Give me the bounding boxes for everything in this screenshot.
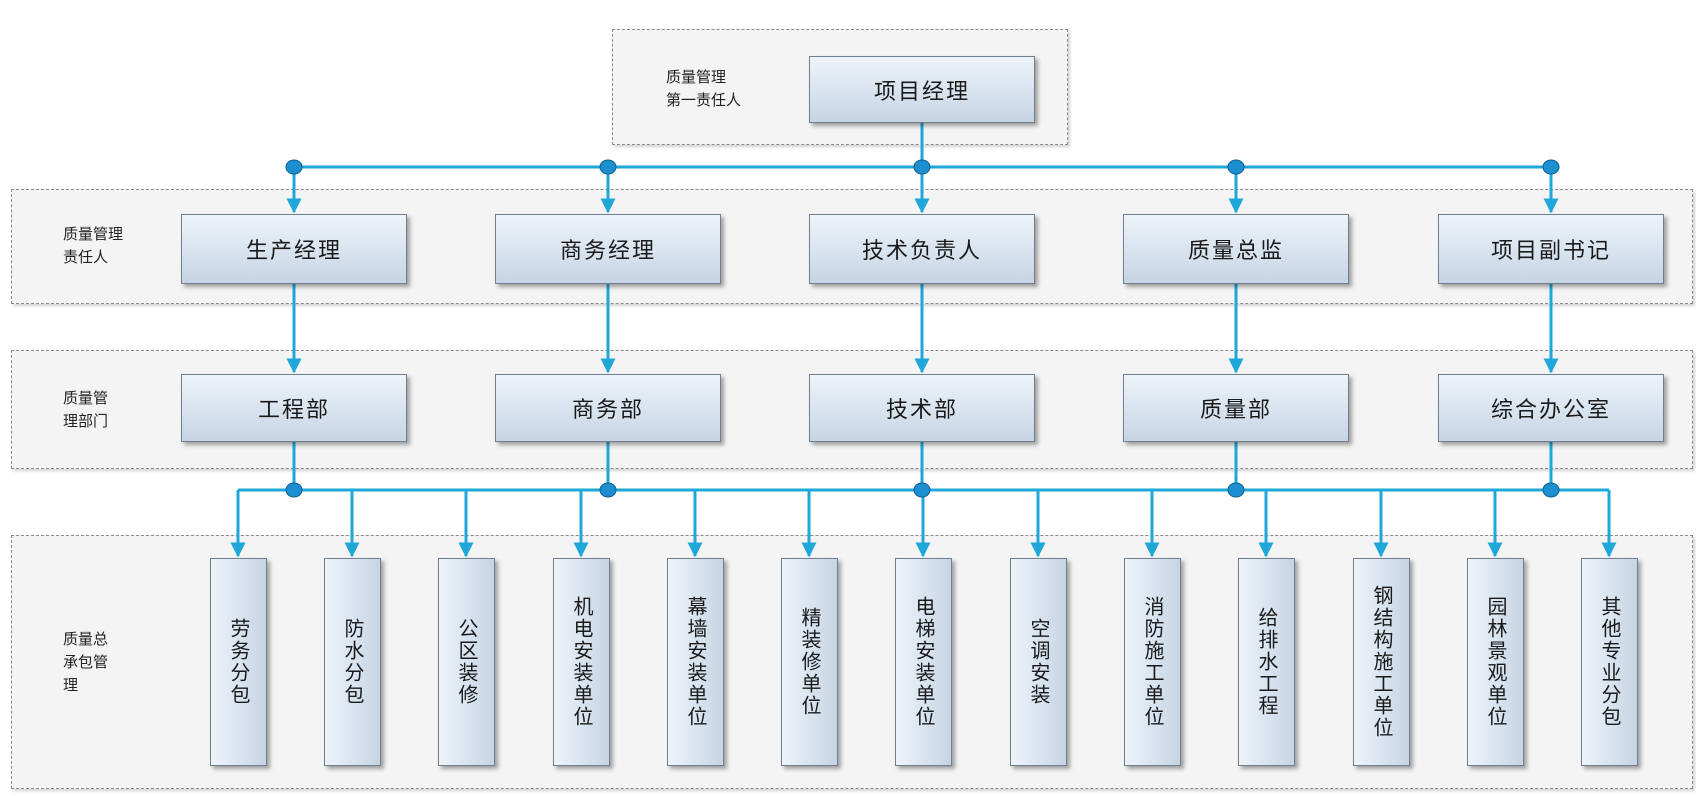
band-label-responsible-persons: 质量管理 责任人 — [63, 225, 124, 266]
node-plumbing: 给排水工程 — [1238, 558, 1295, 766]
joint-dot — [1542, 482, 1560, 498]
node-waterproof-subcontract: 防水分包 — [324, 558, 381, 766]
joint-dot — [913, 482, 931, 498]
band-label-subcontract-management: 质量总 承包管 理 — [63, 630, 109, 694]
node-public-area-decoration: 公区装修 — [438, 558, 495, 766]
band-label-departments: 质量管 理部门 — [63, 389, 109, 430]
node-commercial-manager: 商务经理 — [495, 214, 721, 284]
node-deputy-secretary: 项目副书记 — [1438, 214, 1664, 284]
band-label-first-responsible: 质量管理 第一责任人 — [666, 68, 742, 109]
node-production-manager: 生产经理 — [181, 214, 407, 284]
joint-dot — [1227, 159, 1245, 175]
node-landscape: 园林景观单位 — [1467, 558, 1524, 766]
band-subcontract-management — [11, 535, 1693, 789]
node-labor-subcontract: 劳务分包 — [210, 558, 267, 766]
node-mep-installation: 机电安装单位 — [553, 558, 610, 766]
node-quality-director: 质量总监 — [1123, 214, 1349, 284]
node-project-manager: 项目经理 — [809, 56, 1035, 123]
joint-dot — [913, 159, 931, 175]
node-fire-protection: 消防施工单位 — [1124, 558, 1181, 766]
joint-dot — [599, 159, 617, 175]
node-curtain-wall: 幕墙安装单位 — [667, 558, 724, 766]
joint-dot — [285, 482, 303, 498]
node-commercial-dept: 商务部 — [495, 374, 721, 442]
node-technical-lead: 技术负责人 — [809, 214, 1035, 284]
joint-dot — [599, 482, 617, 498]
node-general-office: 综合办公室 — [1438, 374, 1664, 442]
node-quality-dept: 质量部 — [1123, 374, 1349, 442]
node-elevator-installation: 电梯安装单位 — [895, 558, 952, 766]
node-hvac-installation: 空调安装 — [1010, 558, 1067, 766]
node-other-subcontract: 其他专业分包 — [1581, 558, 1638, 766]
joint-dot — [1227, 482, 1245, 498]
node-fine-decoration: 精装修单位 — [781, 558, 838, 766]
joint-dot — [1542, 159, 1560, 175]
node-steel-structure: 钢结构施工单位 — [1353, 558, 1410, 766]
joint-dot — [285, 159, 303, 175]
node-engineering-dept: 工程部 — [181, 374, 407, 442]
node-technical-dept: 技术部 — [809, 374, 1035, 442]
